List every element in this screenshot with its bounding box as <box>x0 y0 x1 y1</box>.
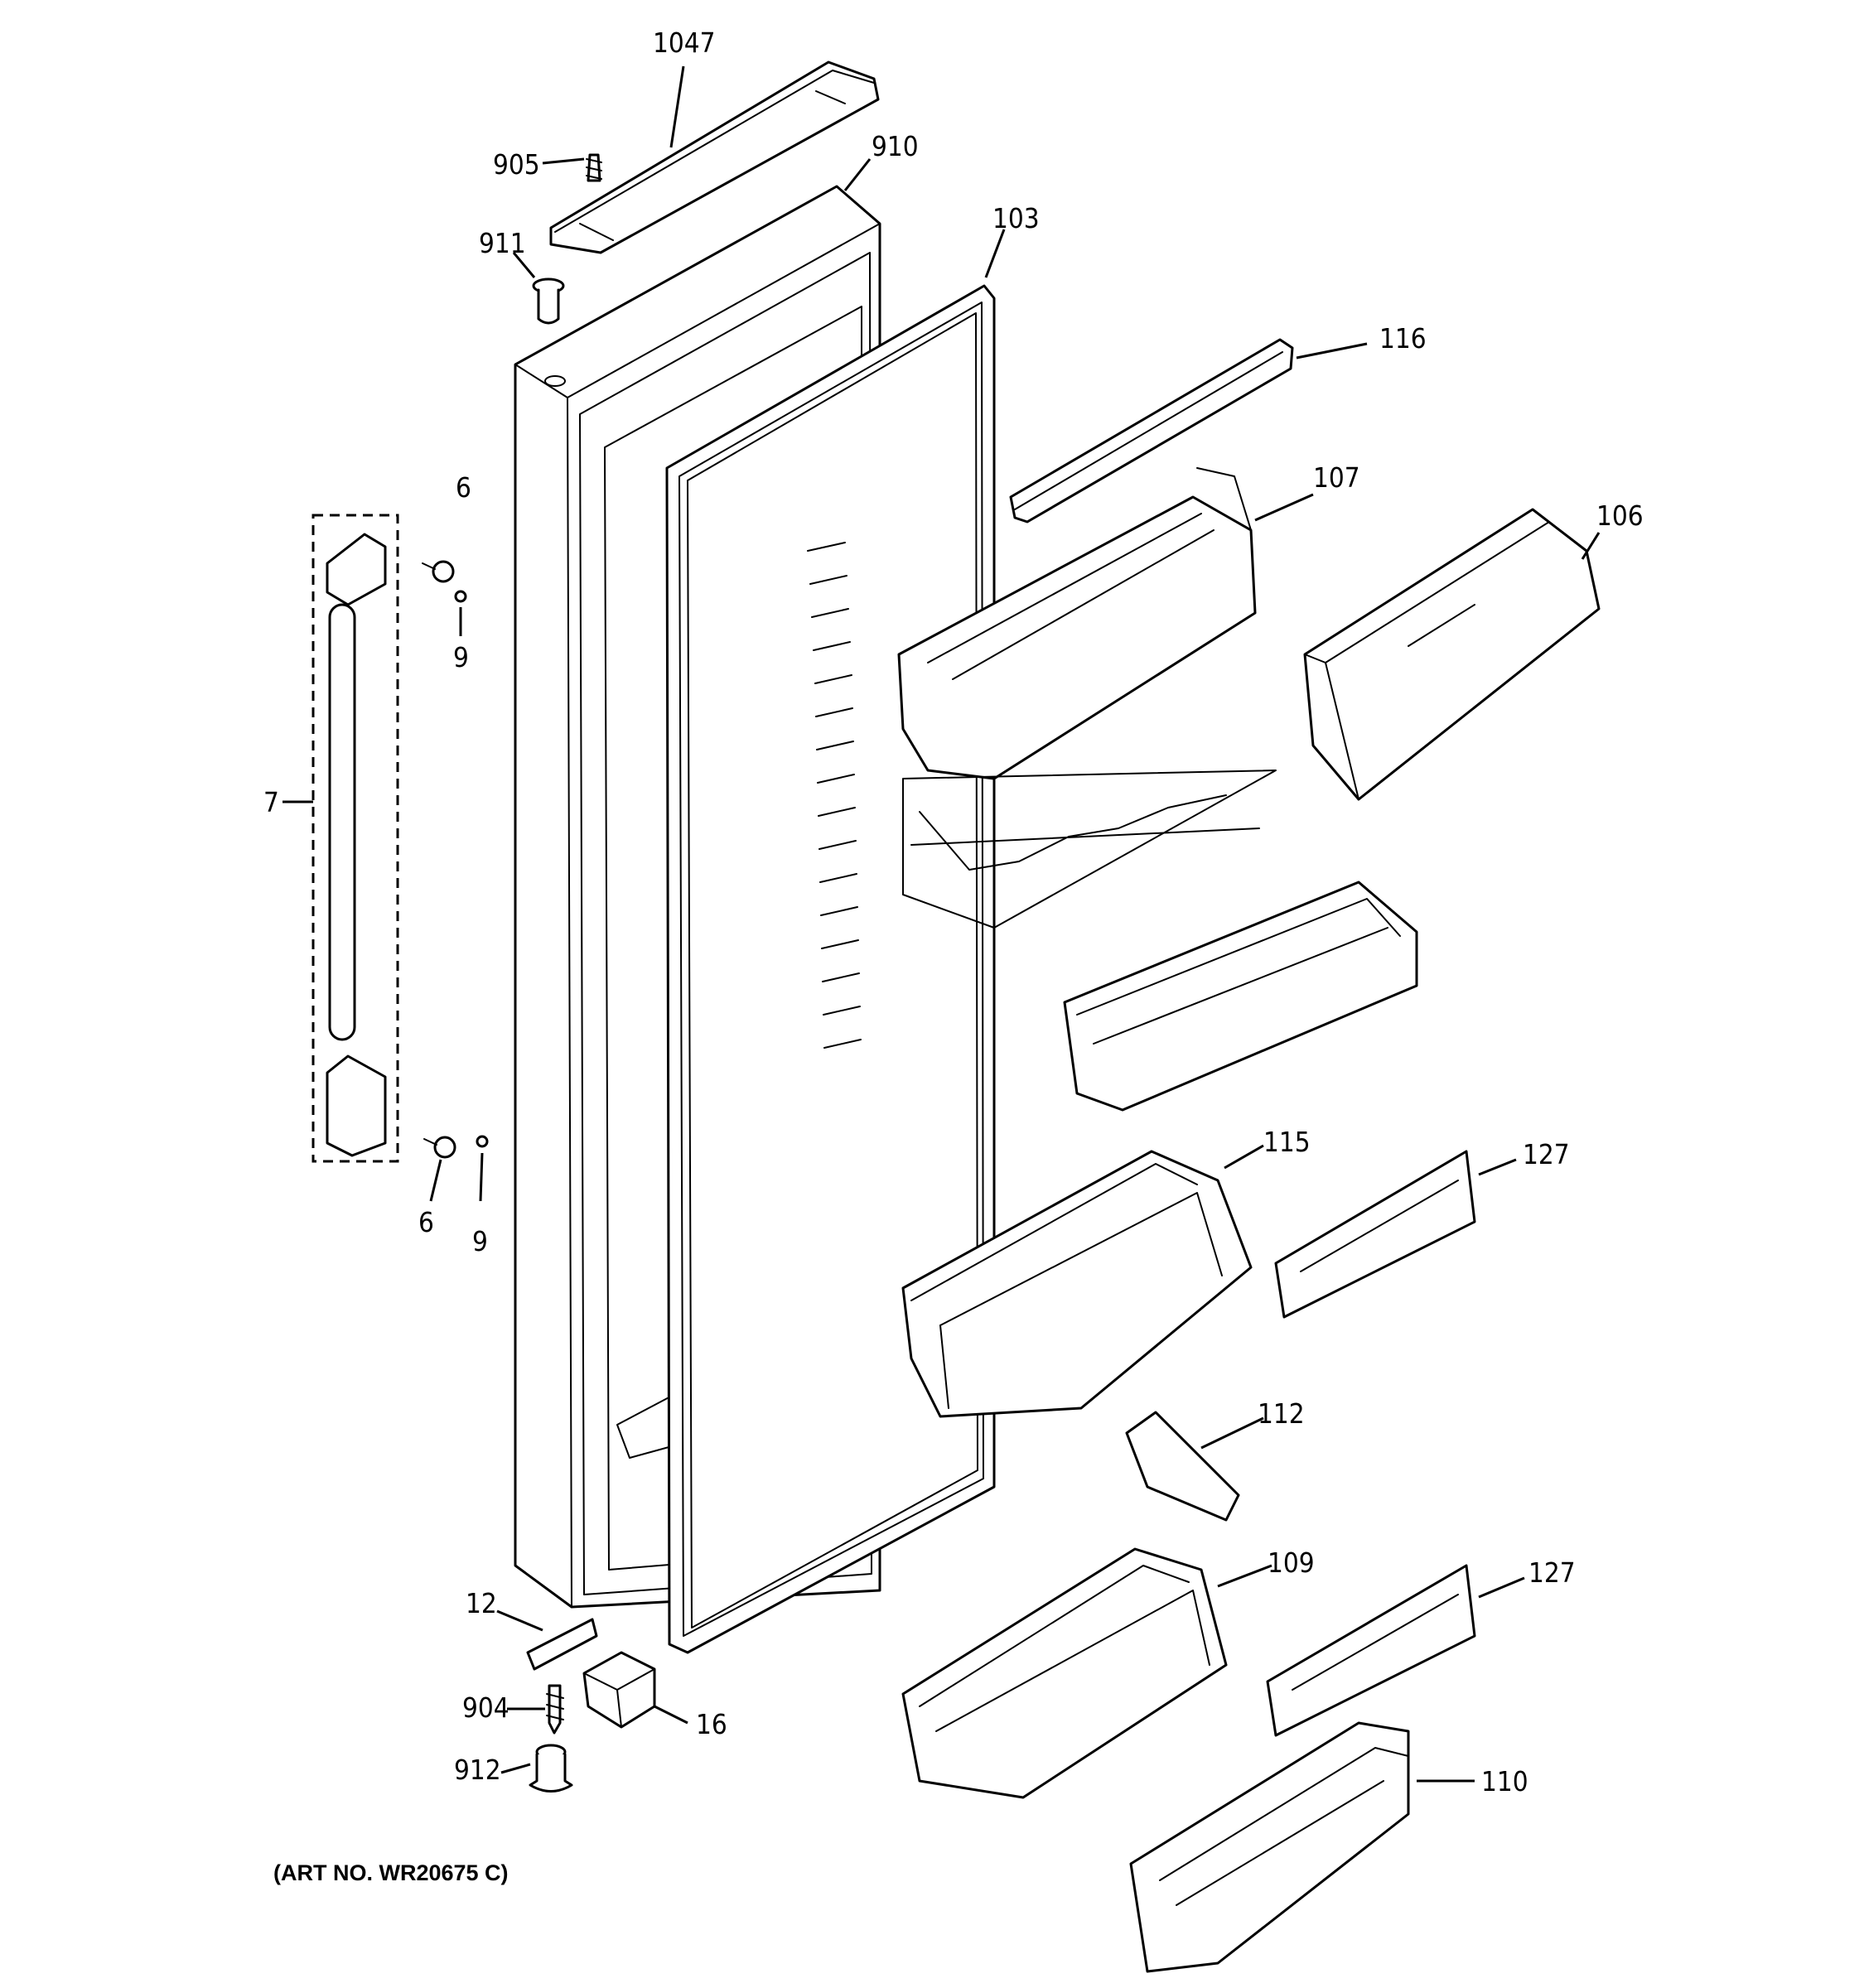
callout-912: 912 <box>454 1754 501 1786</box>
art-number: (ART NO. WR20675 C) <box>273 1860 509 1885</box>
callout-905: 905 <box>493 148 540 181</box>
part-1047-top-cap[interactable] <box>549 60 880 254</box>
callout-112: 112 <box>1258 1397 1305 1430</box>
callout-106: 106 <box>1596 499 1644 532</box>
part-7-handle-assembly[interactable] <box>311 514 399 1163</box>
callout-110: 110 <box>1481 1765 1528 1797</box>
part-904-screw[interactable] <box>546 1684 564 1735</box>
callout-115: 115 <box>1263 1126 1311 1158</box>
callout-127-upper: 127 <box>1523 1138 1570 1170</box>
callout-904: 904 <box>462 1691 509 1724</box>
part-6-screw-upper[interactable] <box>422 560 455 583</box>
callout-6-upper: 6 <box>456 471 471 504</box>
part-127-bin-front-upper[interactable] <box>1274 1150 1476 1319</box>
callout-107: 107 <box>1313 461 1360 494</box>
part-107-bin-with-rack[interactable] <box>897 467 1277 929</box>
part-905-screw[interactable] <box>586 153 602 182</box>
part-911-bushing[interactable] <box>532 277 565 325</box>
part-110-door-bin[interactable] <box>1129 1721 1410 1973</box>
leader-lines <box>282 65 1601 1783</box>
callout-7: 7 <box>263 786 279 818</box>
callout-109: 109 <box>1268 1546 1315 1579</box>
part-116-shelf-bar[interactable] <box>1009 338 1294 524</box>
part-106-dairy-cover[interactable] <box>1303 508 1601 801</box>
part-9-washer-upper[interactable] <box>454 590 467 603</box>
callout-103: 103 <box>992 202 1040 234</box>
part-shelf-bin-unlabeled[interactable] <box>1063 881 1418 1112</box>
callout-6-lower: 6 <box>418 1206 434 1238</box>
part-103-door-gasket[interactable] <box>665 284 996 1654</box>
callout-911: 911 <box>479 227 526 259</box>
callout-12: 12 <box>466 1587 497 1619</box>
callout-1047: 1047 <box>653 27 716 59</box>
part-115-door-bin[interactable] <box>901 1150 1253 1418</box>
callout-9-upper: 9 <box>453 641 469 673</box>
door-rack-ribs <box>807 542 862 1049</box>
part-109-door-bin[interactable] <box>901 1547 1228 1799</box>
callout-127-lower: 127 <box>1528 1556 1576 1589</box>
part-16-bottom-hinge[interactable] <box>582 1651 656 1729</box>
callout-16: 16 <box>696 1708 727 1740</box>
callout-116: 116 <box>1379 322 1427 355</box>
part-12-hinge-bracket[interactable] <box>526 1618 598 1671</box>
callout-9-lower: 9 <box>472 1225 488 1257</box>
callout-labels: 1047 905 910 911 103 116 107 106 6 9 7 6… <box>263 27 1644 1797</box>
callout-910: 910 <box>872 130 919 162</box>
part-127-bin-front-lower[interactable] <box>1266 1564 1476 1737</box>
part-6-screw-lower[interactable] <box>423 1136 456 1159</box>
part-9-washer-lower[interactable] <box>476 1135 489 1148</box>
part-112-clip[interactable] <box>1125 1411 1240 1522</box>
part-912-bushing[interactable] <box>529 1744 573 1793</box>
